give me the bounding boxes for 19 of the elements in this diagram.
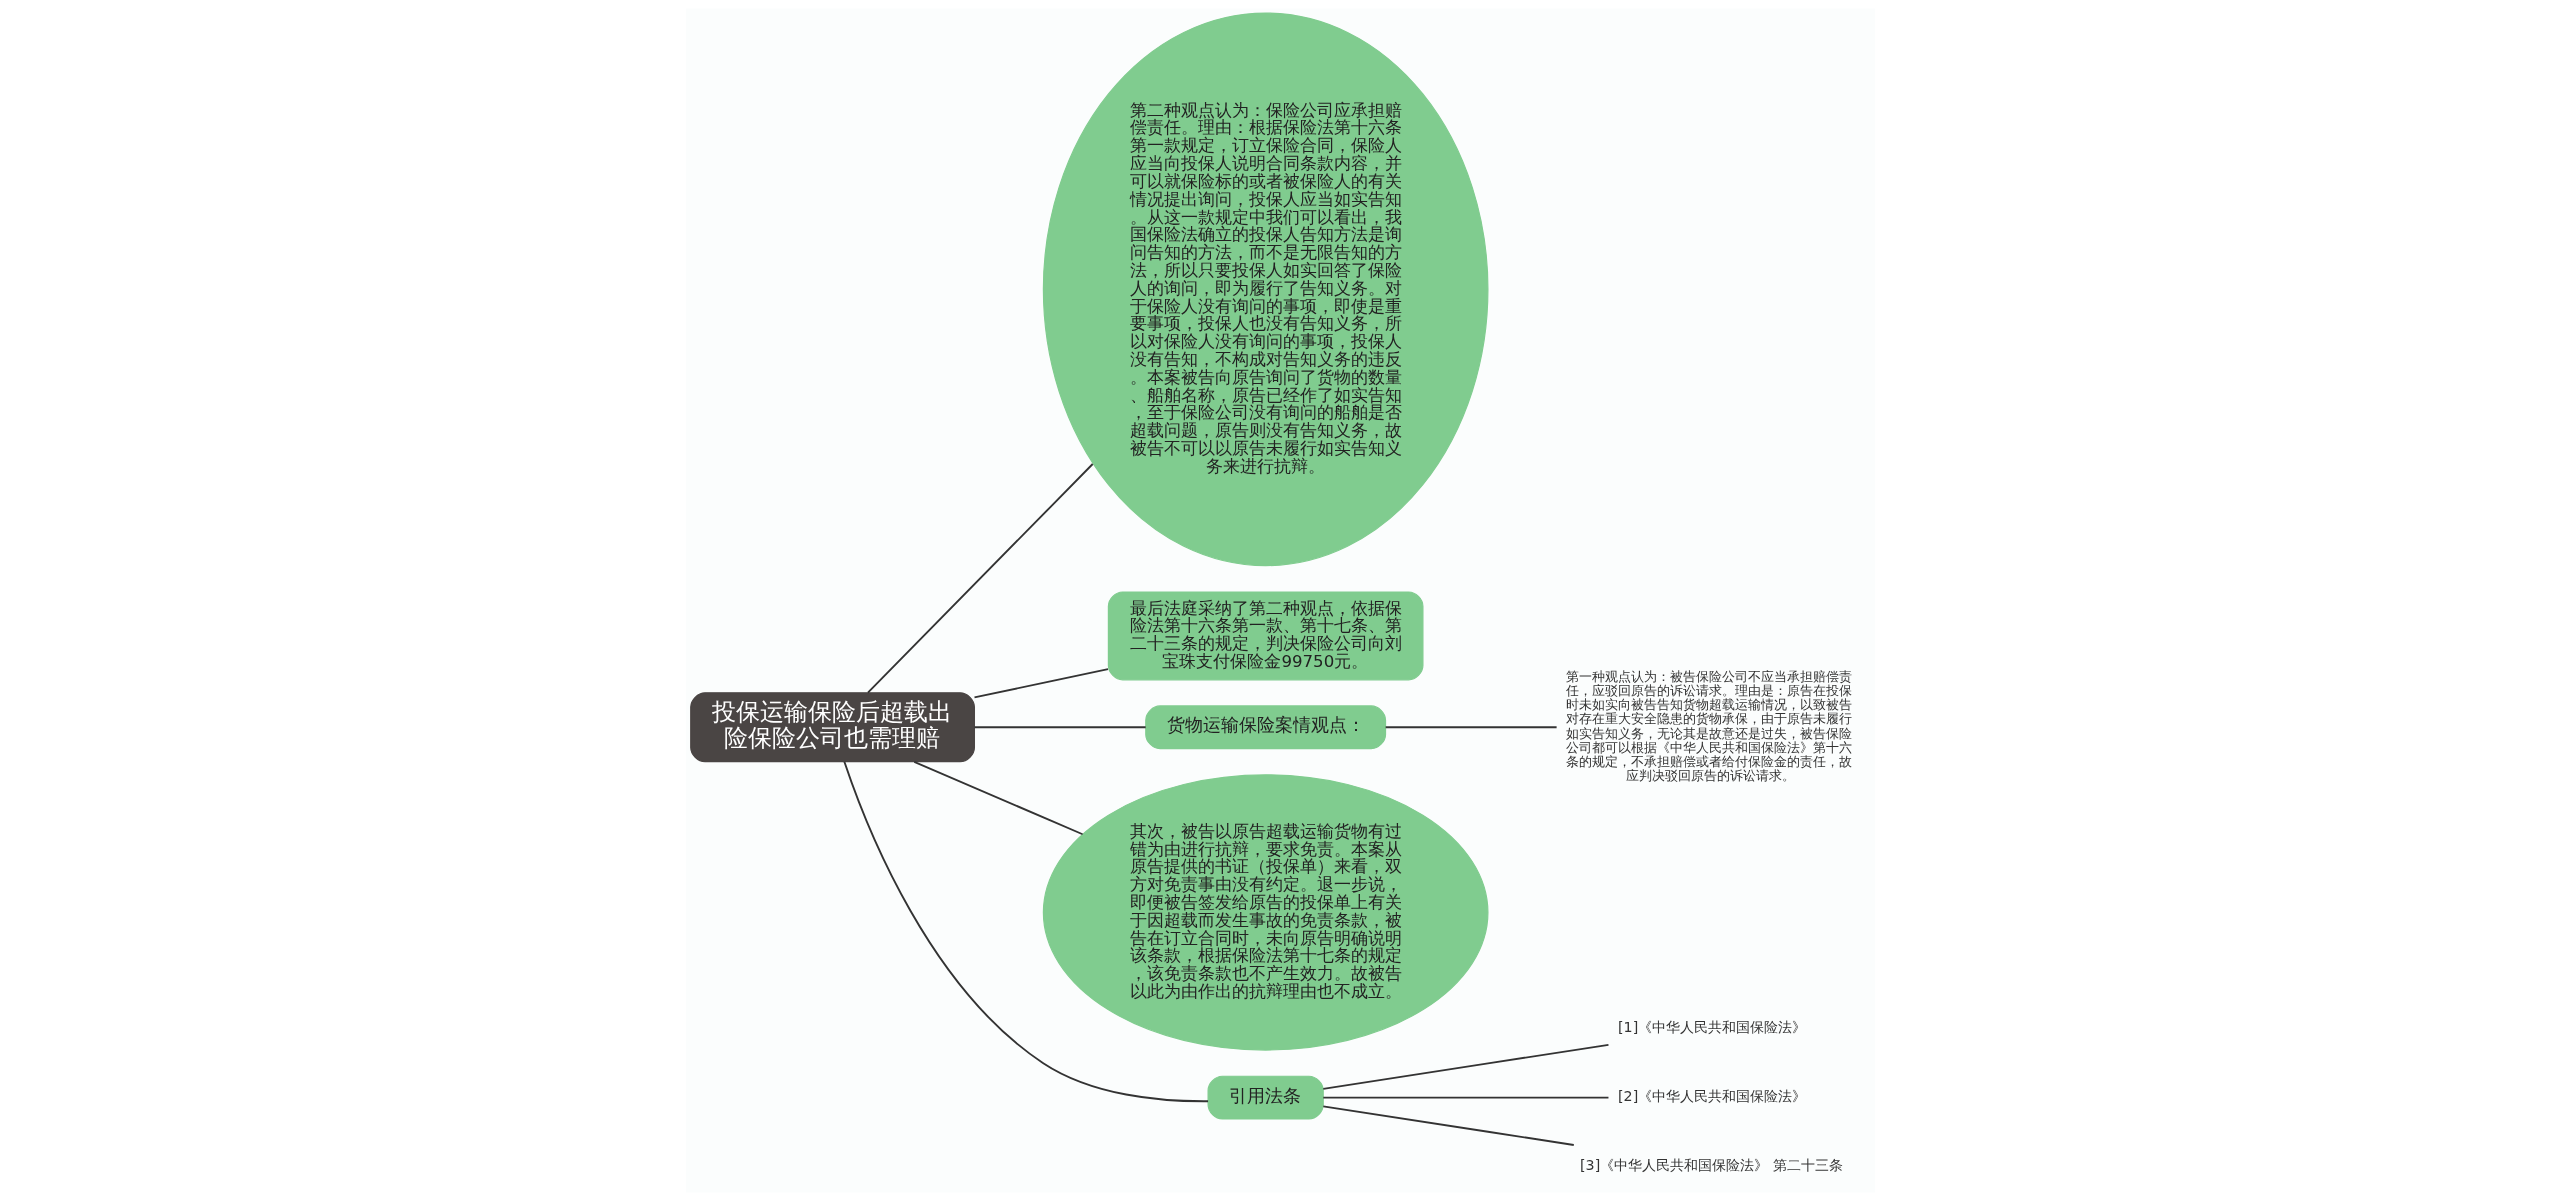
connector <box>1321 1105 1575 1146</box>
node-ellipse: 其次，被告以原告超载运输货物有过错为由进行抗辩，要求免责。本案从原告提供的书证（投保单）来看，双方对免责事由没有约定。退一步说，即便被告签发给原告的投保单上有关于因超载而发生事故的免责条款，被告在订立合同时，未向原告明确说明该条款，根据保险法第十七条的规定，该免责条款也不产生效力。故被告以此为由作出的抗辩理由也不成立。 <box>1042 774 1489 1051</box>
node-box: 货物运输保险案情观点： <box>1144 705 1386 750</box>
node-text: 第一种观点认为：被告保险公司不应当承担赔偿责任，应驳回原告的诉讼请求。理由是：原告在投保时未如实向被告告知货物超载运输情况，以致被告对存在重大安全隐患的货物承保，由于原告未履行如实告知义务，无论其是故意还是过失，被告保险公司都可以根据《中华人民共和国保险法》第十六条的规定，不承担赔偿或者给付保险金的责任，故应判决驳回原告的诉讼请求。 <box>1565 668 1852 784</box>
node-text: [3]《中华人民共和国保险法》 第二十三条 <box>1579 1157 1843 1174</box>
connector <box>973 726 1147 729</box>
node-box: 最后法庭采纳了第二种观点，依据保险法第十六条第一款、第十七条、第二十三条的规定，判决保险公司向刘宝珠支付保险金99750元。 <box>1107 591 1423 681</box>
connector <box>912 760 1084 836</box>
connector <box>1321 1043 1609 1090</box>
connector <box>1321 1096 1609 1099</box>
node-box: 投保运输保险后超载出险保险公司也需理赔 <box>689 692 975 763</box>
node-text: [2]《中华人民共和国保险法》 <box>1617 1088 1806 1105</box>
connector <box>1384 726 1558 729</box>
connector <box>842 760 1209 1103</box>
node-box: 引用法条 <box>1207 1075 1324 1120</box>
connector <box>866 463 1094 694</box>
node-text: [1]《中华人民共和国保险法》 <box>1617 1019 1806 1036</box>
connector <box>973 668 1109 699</box>
node-ellipse: 第二种观点认为：保险公司应承担赔偿责任。理由：根据保险法第十六条第一款规定，订立保险合同，保险人应当向投保人说明合同条款内容，并可以就保险标的或者被保险人的有关情况提出询问，投保人应当如实告知。从这一款规定中我们可以看出，我国保险法确立的投保人告知方法是询问告知的方法，而不是无限告知的方法，所以只要投保人如实回答了保险人的询问，即为履行了告知义务。对于保险人没有询问的事项，即使是重要事项，投保人也没有告知义务，所以对保险人没有询问的事项，投保人没有告知，不构成对告知义务的违反。本案被告向原告询问了货物的数量、船舶名称，原告已经作了如实告知，至于保险公司没有询问的船舶是否超载问题，原告则没有告知义务，故被告不可以以原告未履行如实告知义务来进行抗辩。 <box>1042 12 1489 567</box>
